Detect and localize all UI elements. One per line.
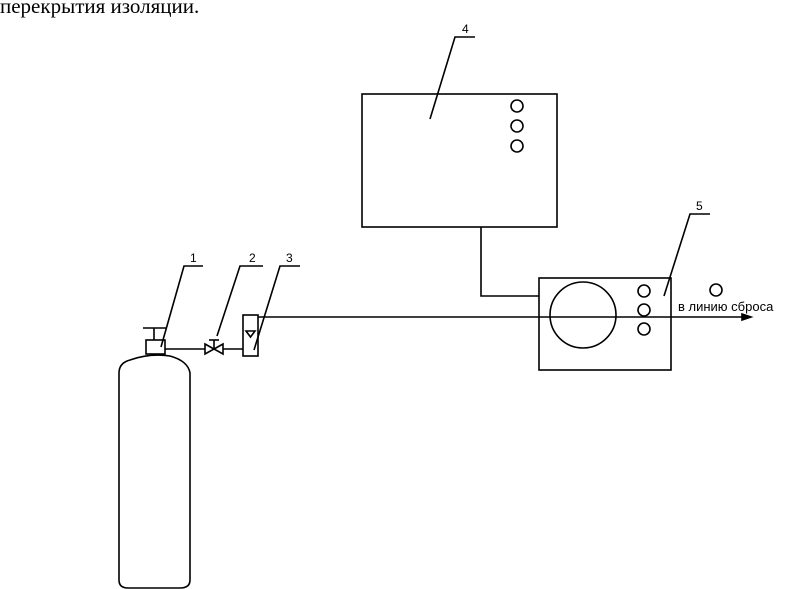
- label-cylinder: 1: [190, 251, 197, 265]
- label-analyzer: 5: [696, 199, 703, 213]
- outlet-label: в линию сброса: [678, 299, 774, 314]
- caption-text: перекрытия изоляции.: [0, 0, 200, 18]
- leader-2: [216, 265, 263, 337]
- leader-1: [160, 265, 203, 348]
- control-unit-indicator-3: [510, 139, 524, 153]
- analyzer-indicator-2: [637, 303, 651, 317]
- control-unit-indicator-2: [510, 119, 524, 133]
- outlet-arrow: [741, 312, 754, 322]
- leader-3: [253, 265, 300, 351]
- analyzer-indicator-1: [637, 284, 651, 298]
- analyzer-indicator-3: [637, 322, 651, 336]
- outlet-marker-circle: [709, 283, 723, 297]
- label-valve: 2: [249, 251, 256, 265]
- gas-cylinder: [118, 354, 191, 589]
- valve-right: [212, 342, 224, 356]
- flowmeter-float: [244, 330, 257, 339]
- analyzer-dial: [549, 281, 617, 349]
- control-unit-indicator-1: [510, 99, 524, 113]
- leader-5: [663, 213, 710, 297]
- flowmeter-body: [242, 314, 259, 357]
- analyzer-box: [538, 277, 672, 371]
- control-unit-box: [361, 93, 558, 228]
- valve-left: [204, 342, 216, 356]
- leader-4: [429, 36, 475, 120]
- cylinder-neck: [145, 339, 166, 355]
- signal-cable: [480, 227, 539, 297]
- label-flowmeter: 3: [286, 251, 293, 265]
- label-control-unit: 4: [462, 22, 469, 36]
